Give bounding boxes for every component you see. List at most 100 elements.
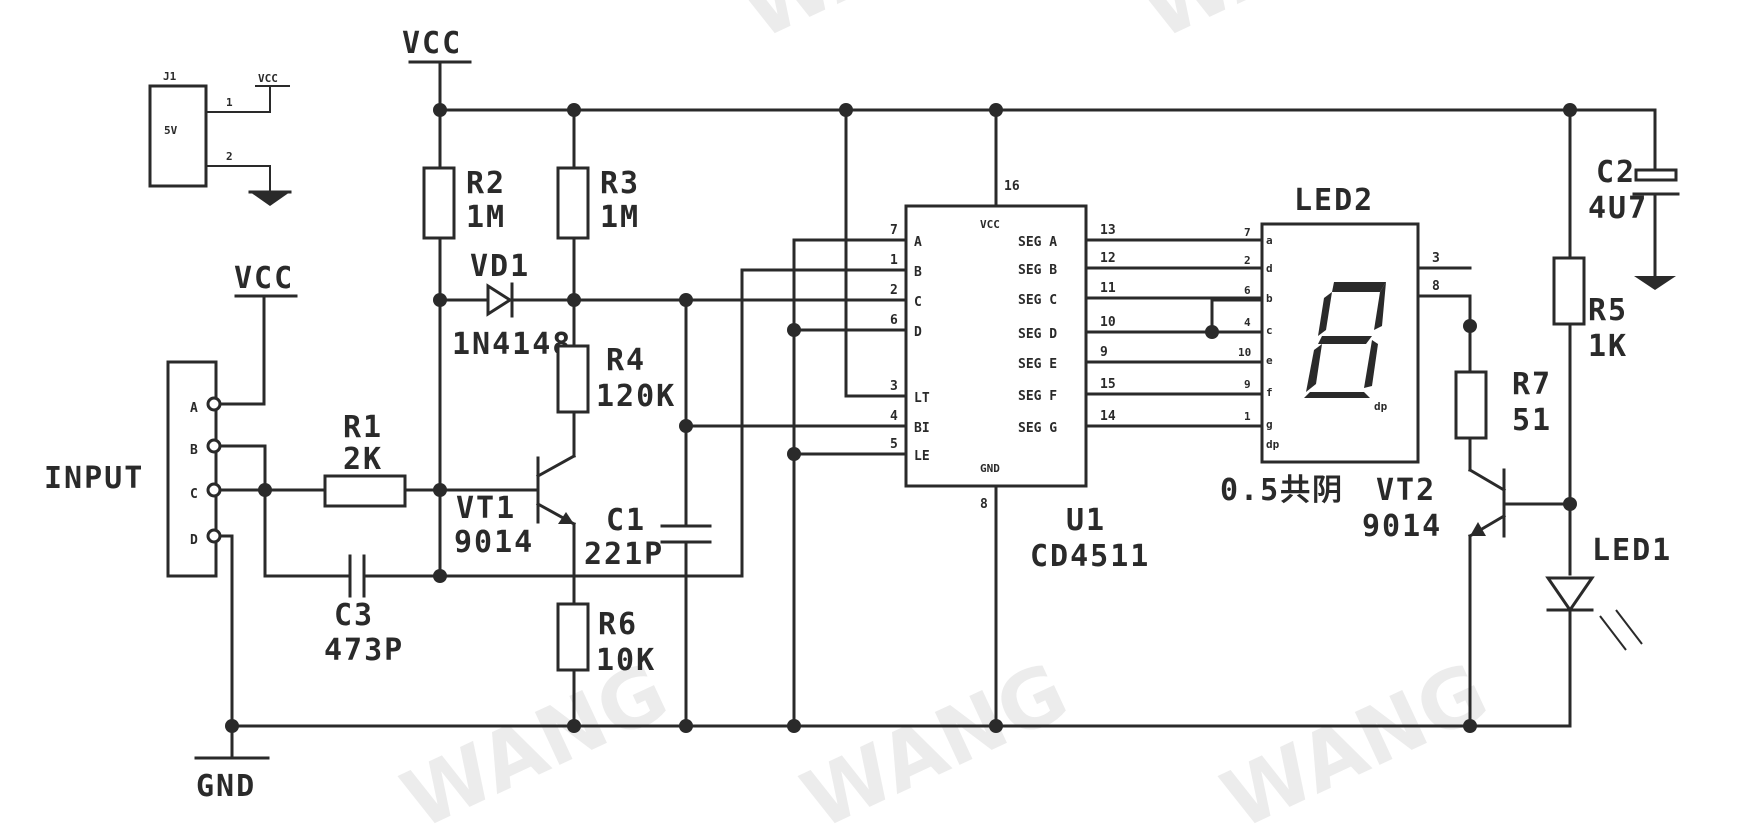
led2-pin-name: b: [1266, 292, 1273, 305]
r1-value: 2K: [343, 442, 383, 477]
u1-pin-num: 1: [890, 253, 898, 268]
c1-ref: C1: [606, 503, 646, 538]
led2-pin-name: g: [1266, 418, 1273, 431]
u1-pin-num: 12: [1100, 251, 1116, 266]
r7-ref: R7: [1512, 367, 1552, 402]
u1-pin-name: SEG D: [1018, 327, 1057, 342]
u1-pin-name: D: [914, 325, 922, 340]
u1-pin-name: LT: [914, 391, 930, 406]
vt1-value: 9014: [454, 525, 534, 560]
c3-value: 473P: [324, 633, 404, 668]
r7-value: 51: [1512, 403, 1552, 438]
resistor-r2: [422, 108, 456, 578]
j1-pin1: 1: [226, 96, 233, 109]
led1-diode: [1545, 576, 1643, 728]
u1-pin-num: 14: [1100, 409, 1116, 424]
led2-pin-num: 6: [1244, 284, 1251, 297]
input-pin-d: D: [190, 533, 198, 548]
u1-gnd-label: GND: [980, 462, 1000, 475]
u1-pin-name: A: [914, 235, 922, 250]
r6-ref: R6: [598, 607, 638, 642]
vt1-ref: VT1: [456, 491, 516, 526]
led2-ref: LED2: [1294, 183, 1374, 218]
j1-ref: J1: [163, 70, 177, 83]
c2-ref: C2: [1596, 155, 1636, 190]
r4-value: 120K: [596, 379, 676, 414]
r5-value: 1K: [1588, 329, 1628, 364]
u1-pin-name: SEG B: [1018, 263, 1057, 278]
led1-ref: LED1: [1592, 533, 1672, 568]
led2-pin-right: 3: [1432, 251, 1440, 266]
segment-bus: [1084, 238, 1264, 428]
u1-pin-num: 11: [1100, 281, 1116, 296]
u1-pin-num: 2: [890, 283, 898, 298]
transistor-vt2: [1467, 467, 1572, 728]
u1-pin-num: 6: [890, 313, 898, 328]
input-pin-b: B: [190, 443, 198, 458]
led2-pin-name: d: [1266, 262, 1273, 275]
input-connector: [166, 294, 352, 578]
r1-ref: R1: [343, 410, 383, 445]
u1-pin-name: B: [914, 265, 922, 280]
vd1-value: 1N4148: [452, 327, 572, 362]
input-pin-c: C: [190, 487, 198, 502]
u1-vcc-label: VCC: [980, 218, 1000, 231]
watermark: WANG: [1129, 0, 1421, 57]
r2-value: 1M: [466, 200, 506, 235]
u1-pin-num: 13: [1100, 223, 1116, 238]
u1-pin-name: C: [914, 295, 922, 310]
u1-pin-num: 15: [1100, 377, 1116, 392]
watermark: WANG: [789, 645, 1081, 830]
u1-pin-name: SEG F: [1018, 389, 1057, 404]
vd1-ref: VD1: [470, 249, 530, 284]
resistor-r4: [556, 344, 590, 458]
led2-pin-name: c: [1266, 324, 1273, 337]
capacitor-c3: [348, 554, 442, 598]
u1-pin-name: SEG C: [1018, 293, 1057, 308]
gnd-label: GND: [196, 769, 256, 804]
r4-ref: R4: [606, 343, 646, 378]
vt2-value: 9014: [1362, 509, 1442, 544]
led2-pin-num: 4: [1244, 316, 1251, 329]
resistor-r7: [1454, 324, 1488, 472]
led2-note: 0.5共阴: [1220, 473, 1344, 508]
vcc-label: VCC: [402, 26, 462, 61]
r6-value: 10K: [596, 643, 656, 678]
led2-pin-name: dp: [1266, 438, 1280, 451]
transistor-vt1: [438, 453, 577, 606]
u1-pin-name: LE: [914, 449, 930, 464]
u1-ref: U1: [1066, 503, 1106, 538]
c3-ref: C3: [334, 598, 374, 633]
resistor-r1: [323, 474, 442, 508]
input-pin-a: A: [190, 401, 198, 416]
led2-pin-name: a: [1266, 234, 1273, 247]
u1-pin-name: SEG G: [1018, 421, 1057, 436]
u1-pin-name: SEG E: [1018, 357, 1057, 372]
led2-pin-num: 7: [1244, 226, 1251, 239]
u1-pin-name: BI: [914, 421, 930, 436]
led2-pin-right: 8: [1432, 279, 1440, 294]
j1-vcc-net: VCC: [258, 72, 278, 85]
resistor-r6: [556, 602, 590, 728]
j1-connector: [148, 84, 292, 206]
c2-value: 4U7: [1588, 191, 1648, 226]
u1-pin-num: 10: [1100, 315, 1116, 330]
led2-display: [1260, 222, 1472, 464]
r2-ref: R2: [466, 166, 506, 201]
j1-body-text: 5V: [164, 124, 178, 137]
vcc-rail: [408, 60, 1657, 172]
u1-pin-num: 7: [890, 223, 898, 238]
u1-pin-num: 3: [890, 379, 898, 394]
diode-vd1: [438, 282, 576, 318]
u1-pin-num: 5: [890, 437, 898, 452]
r5-ref: R5: [1588, 293, 1628, 328]
junction-dots: [225, 103, 1577, 733]
led2-pin-num: 9: [1244, 378, 1251, 391]
resistor-r5: [1552, 108, 1586, 576]
r3-value: 1M: [600, 200, 640, 235]
led2-pin-num: 2: [1244, 254, 1251, 267]
u1-pin-name: SEG A: [1018, 235, 1057, 250]
led2-pin-num: 1: [1244, 410, 1251, 423]
